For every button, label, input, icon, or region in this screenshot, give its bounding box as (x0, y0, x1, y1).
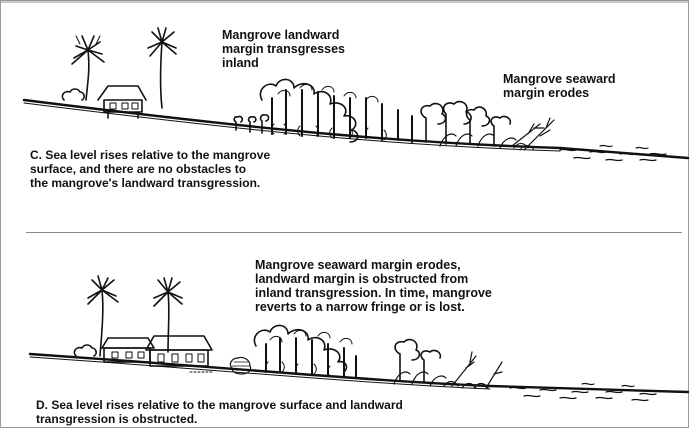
panel-c-bush (62, 89, 84, 100)
panel-d-ground-line (30, 354, 688, 392)
panel-d-houses (102, 336, 212, 372)
panel-d-bush (74, 345, 96, 356)
panel-c-seaward-label: Mangrove seaward margin erodes (503, 72, 616, 100)
panel-d-seawall (230, 357, 250, 374)
panel-d-caption: D. Sea level rises relative to the mangr… (36, 398, 403, 426)
panel-d-palm-tree (88, 276, 118, 356)
panel-d-palm-tree-2 (154, 278, 182, 352)
panel-c-landward-label: Mangrove landward margin transgresses in… (222, 28, 345, 70)
panel-c-palm-tree-2 (148, 28, 176, 108)
panel-d-sea-waves (510, 383, 656, 400)
panel-d-description-label: Mangrove seaward margin erodes, landward… (255, 258, 492, 314)
panel-c-caption: C. Sea level rises relative to the mangr… (30, 148, 270, 190)
panel-c-palm-tree (72, 36, 104, 100)
panel-divider (26, 232, 682, 233)
